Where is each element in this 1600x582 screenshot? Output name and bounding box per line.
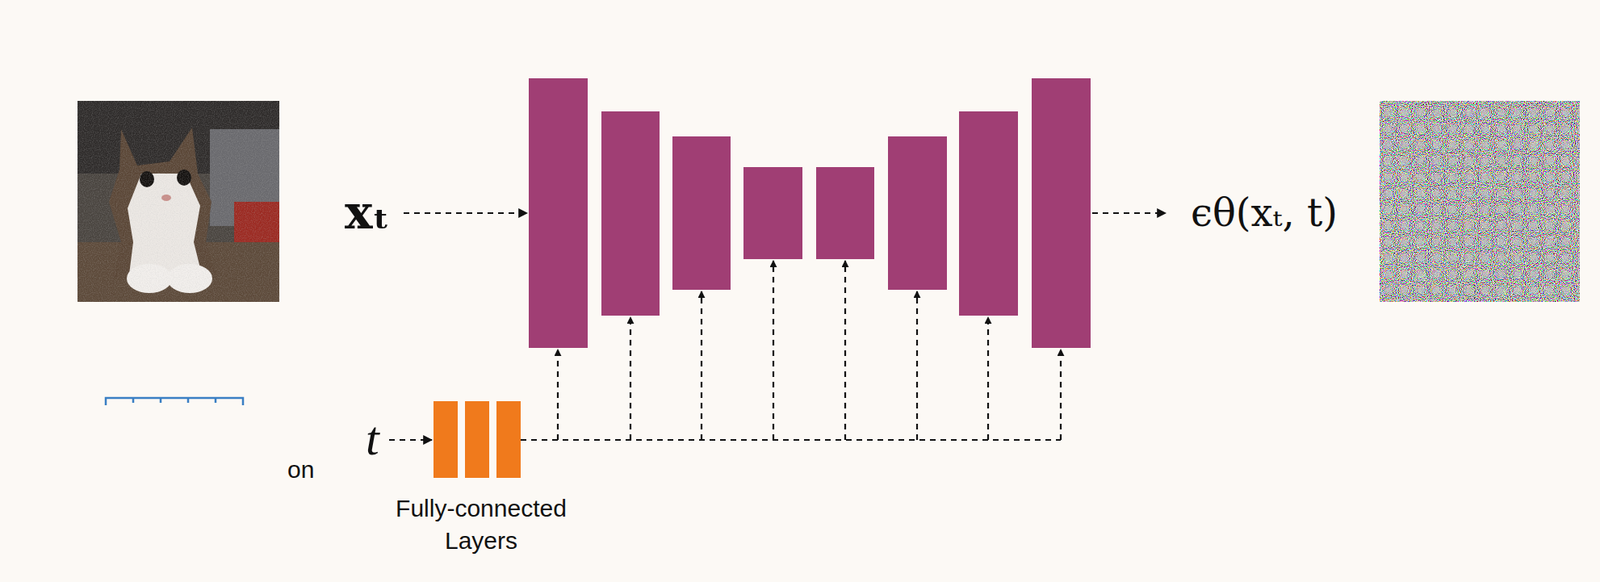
block-caption: Fully-connected Layers [372,492,591,558]
cat-photo [77,100,280,302]
fc-layer-bars [433,401,521,478]
fc-layer [496,401,521,478]
output-symbol: ϵθ(xₜ, t) [1190,189,1338,237]
input-symbol: xₜ [344,184,390,242]
fc-layers: Fully-connected Layers [433,401,521,478]
ruler-fragment [105,397,243,406]
fc-layer [464,401,490,478]
timestep-symbol: t [365,409,380,468]
stray-text: on [287,455,315,485]
fc-layer [433,401,458,478]
unet-block [528,78,1091,348]
noise-image [1379,100,1580,302]
